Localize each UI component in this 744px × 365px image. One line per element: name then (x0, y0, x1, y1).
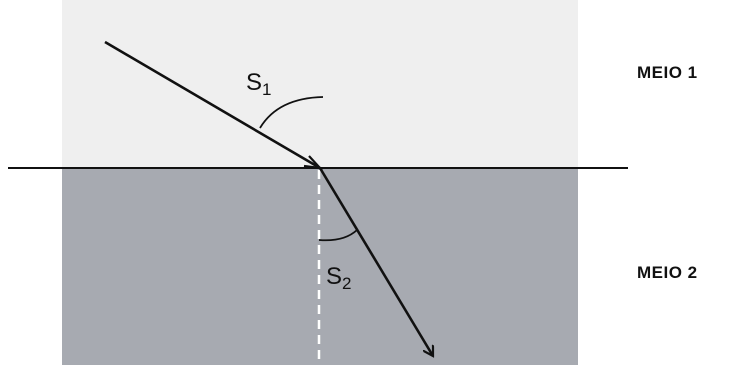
medium-1-label: MEIO 1 (637, 63, 698, 82)
refracted-ray (318, 167, 435, 356)
refracted-ray-label: S2 (326, 263, 351, 293)
incident-ray-label: S1 (246, 69, 271, 99)
medium-2-label: MEIO 2 (637, 263, 698, 282)
refraction-angle-arc (318, 229, 358, 242)
incidence-angle-arc (259, 96, 324, 129)
medium-1-region (62, 0, 578, 168)
incident-ray (104, 40, 321, 170)
